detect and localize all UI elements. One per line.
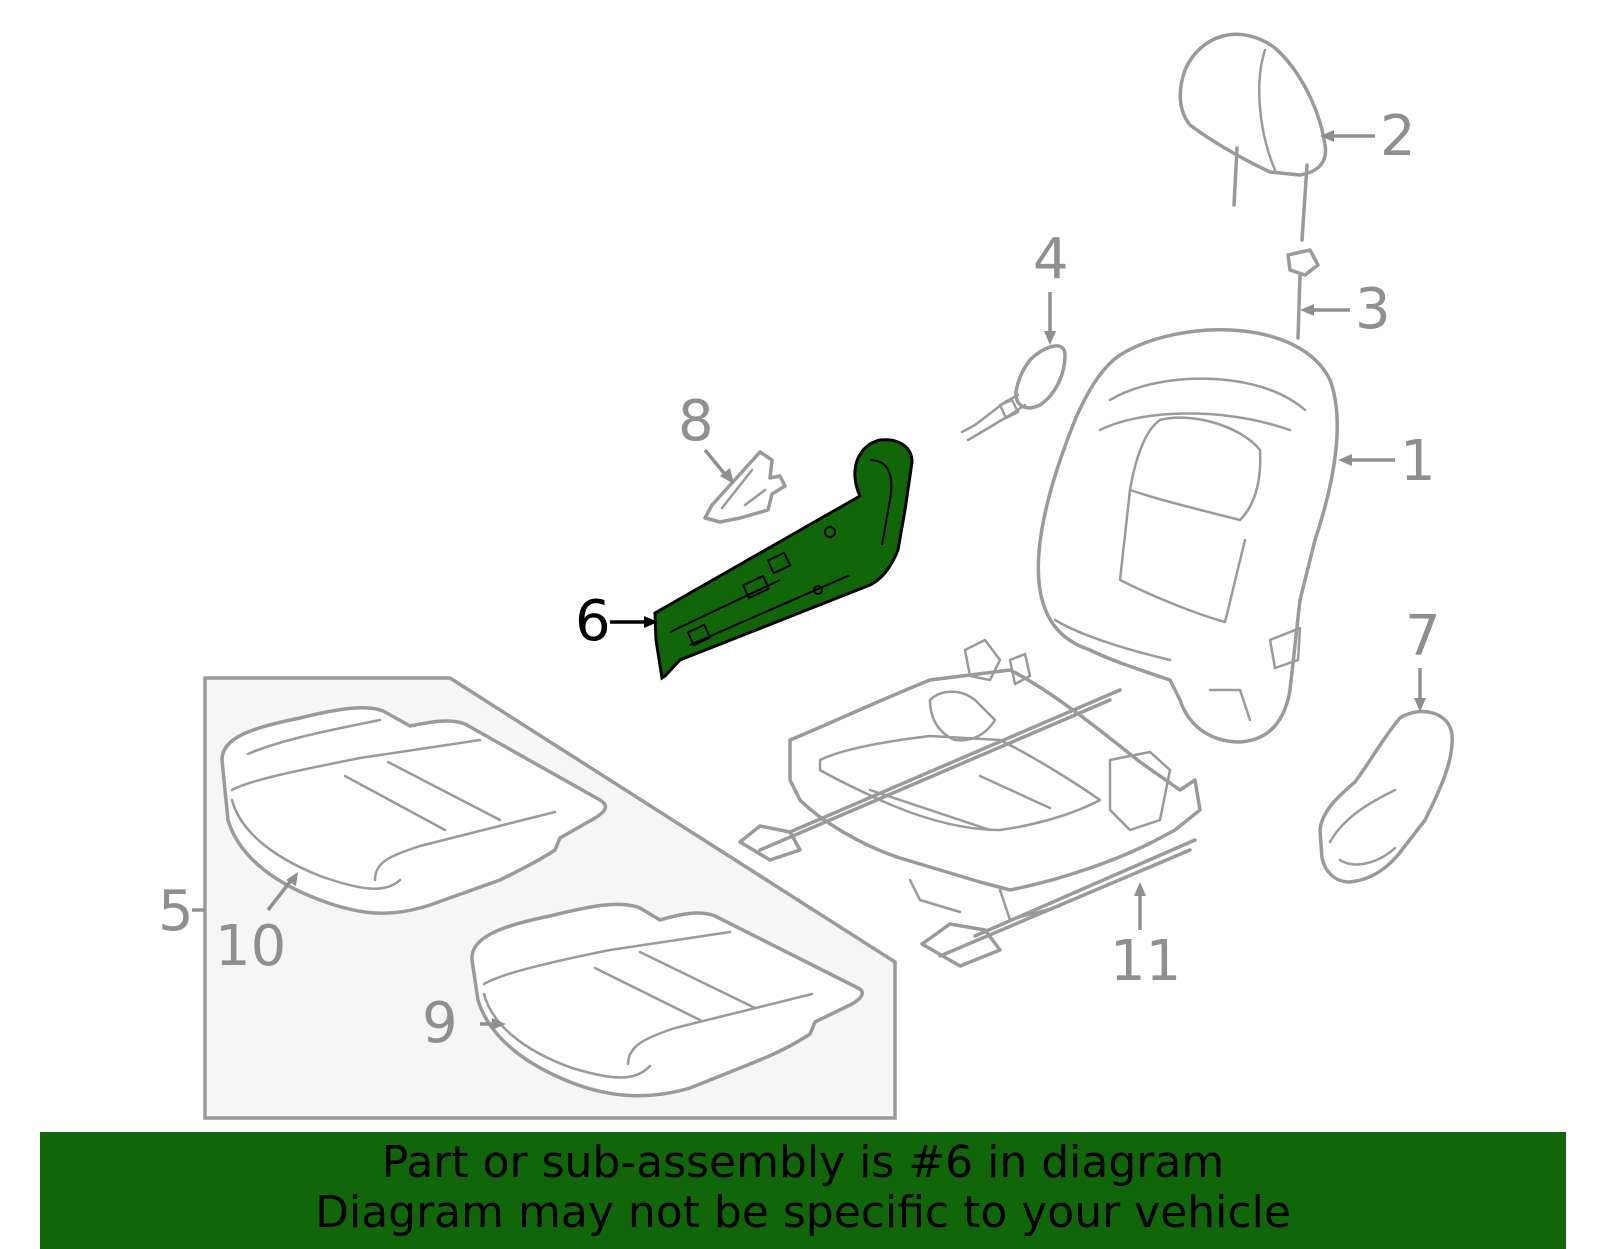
callout-labels: 2 3 4 1 8 7 6 5 10 9 11: [158, 104, 1441, 1056]
callout-4: 4: [1033, 227, 1069, 292]
callout-7: 7: [1405, 604, 1441, 669]
callout-5: 5: [158, 879, 194, 944]
part-2-headrest: [1178, 32, 1328, 242]
info-banner: Part or sub-assembly is #6 in diagram Di…: [40, 1132, 1566, 1249]
leader-10: [266, 876, 295, 912]
part-9-cushion-frame: [470, 902, 864, 1098]
part-6-side-shield-highlighted: [653, 438, 914, 681]
banner-line-2: Diagram may not be specific to your vehi…: [315, 1187, 1291, 1238]
part-1-seat-back: [1036, 328, 1339, 744]
callout-9: 9: [422, 991, 458, 1056]
part-4-recliner-lever: [960, 344, 1067, 442]
part-11-seat-track-frame: [738, 638, 1202, 968]
part-7-side-cover: [1318, 709, 1454, 884]
part-3-headrest-guide: [1286, 248, 1320, 340]
leader-arrowheads: [286, 130, 1426, 1030]
callout-1: 1: [1400, 429, 1436, 494]
callout-10: 10: [215, 914, 286, 979]
callout-2: 2: [1380, 104, 1416, 169]
callout-6: 6: [575, 589, 611, 654]
part-8-bracket: [703, 450, 787, 524]
callout-11: 11: [1110, 929, 1181, 994]
callout-8: 8: [678, 389, 714, 454]
callout-3: 3: [1355, 277, 1391, 342]
banner-line-1: Part or sub-assembly is #6 in diagram: [381, 1137, 1225, 1188]
part-10-cushion-pad: [220, 706, 608, 915]
